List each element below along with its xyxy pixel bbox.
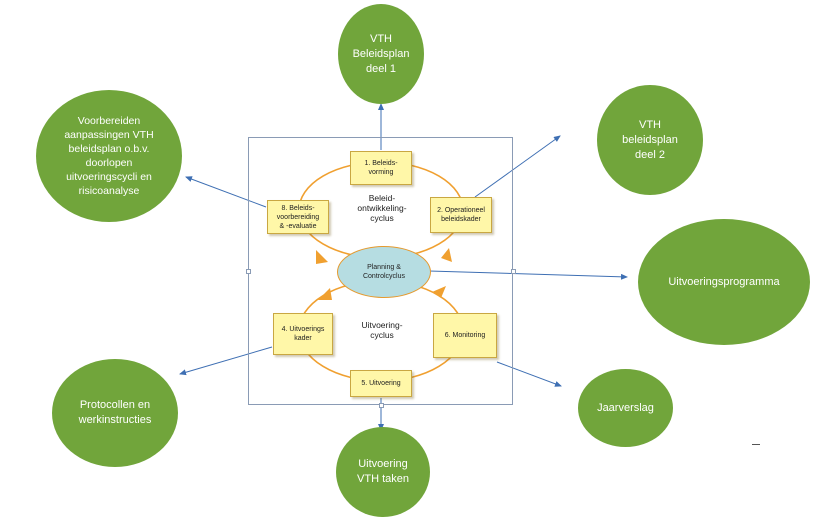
arrow-to-jaarverslag (496, 361, 562, 387)
node-uitvoering-vth-taken: Uitvoering VTH taken (336, 427, 430, 517)
node-beleidsplan-deel-2: VTH beleidsplan deel 2 (597, 85, 703, 195)
step-2-label: 2. Operationeel beleidskader (437, 207, 485, 223)
node-beleidsplan-deel-1-label: VTH Beleidsplan deel 1 (352, 32, 410, 75)
node-uitvoeringsprogramma: Uitvoeringsprogramma (638, 219, 810, 345)
arrow-to-protocollen (179, 346, 273, 376)
beleid-cycle-label: Beleid- ontwikkeling- cyclus (357, 193, 407, 223)
ring-arrowhead-right-lower (432, 286, 446, 298)
node-uitvoering-vth-taken-label: Uitvoering VTH taken (357, 458, 409, 485)
step-8-label: 8. Beleids- voorbereiding & -evaluatie (276, 204, 320, 230)
node-jaarverslag-label: Jaarverslag (597, 401, 654, 414)
step-4-uitvoeringskader: 4. Uitvoerings kader (273, 313, 333, 355)
uitvoering-cycle-label: Uitvoering- cyclus (361, 320, 403, 340)
arrow-to-uitvoeringsprogramma (428, 270, 628, 280)
step-4-label: 4. Uitvoerings kader (281, 326, 325, 342)
node-protocollen-werkinstructies: Protocollen en werkinstructies (52, 359, 178, 467)
step-1-beleidsvorming: 1. Beleids- vorming (350, 151, 412, 185)
step-8-beleidsvoorbereiding: 8. Beleids- voorbereiding & -evaluatie (267, 200, 329, 234)
ring-arrowhead-left-lower (318, 288, 332, 300)
planning-control-node: Planning & Controlcyclus (337, 246, 431, 298)
step-6-label: 6. Monitoring (444, 332, 486, 339)
node-voorbereiden-label: Voorbereiden aanpassingen VTH beleidspla… (64, 115, 154, 197)
step-5-label: 5. Uitvoering (361, 380, 401, 387)
arrow-to-beleidsplan-2 (474, 135, 561, 198)
node-uitvoeringsprogramma-label: Uitvoeringsprogramma (668, 275, 780, 288)
ring-arrowhead-left-upper (316, 250, 328, 264)
frame-handle-left[interactable] (246, 269, 251, 274)
node-jaarverslag: Jaarverslag (578, 369, 673, 447)
frame-handle-bottom[interactable] (379, 403, 384, 408)
planning-control-label: Planning & Controlcyclus (362, 264, 405, 280)
node-beleidsplan-deel-1: VTH Beleidsplan deel 1 (338, 4, 424, 104)
stray-dash-mark (752, 444, 760, 445)
step-1-label: 1. Beleids- vorming (364, 160, 398, 176)
frame-handle-right[interactable] (511, 269, 516, 274)
node-protocollen-label: Protocollen en werkinstructies (78, 399, 152, 426)
arrow-to-voorbereiden (185, 176, 267, 208)
step-2-operationeel-beleidskader: 2. Operationeel beleidskader (430, 197, 492, 233)
step-5-uitvoering: 5. Uitvoering (350, 370, 412, 397)
node-voorbereiden-aanpassingen: Voorbereiden aanpassingen VTH beleidspla… (36, 90, 182, 222)
node-beleidsplan-deel-2-label: VTH beleidsplan deel 2 (622, 118, 678, 161)
ring-arrowhead-right-upper (441, 248, 452, 262)
step-6-monitoring: 6. Monitoring (433, 313, 497, 358)
